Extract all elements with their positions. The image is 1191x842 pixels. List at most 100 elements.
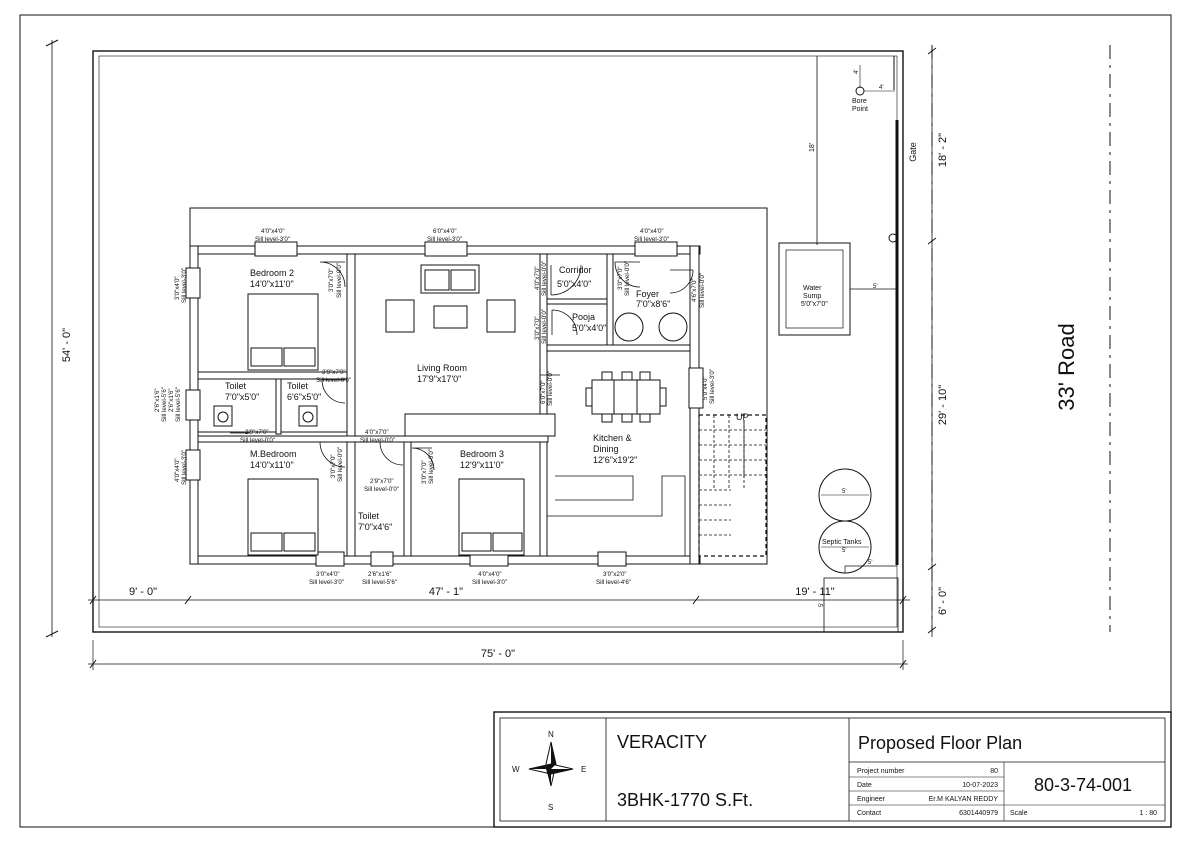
ann-bot-w3-sill: Sill level-3'0" [472,579,507,586]
ann-left-w2-sill: Sill level-5'6" [161,387,168,422]
road: 33' Road [931,45,1111,632]
scale-label: Scale [1010,810,1028,817]
ann-d-toilet1-size: 2'9"x7'0" [245,429,269,436]
room-mbed-name: M.Bedroom [250,449,297,459]
room-foyer-size: 7'0"x8'6" [636,299,670,309]
compass-s: S [548,803,553,812]
ann-bot-w4-size: 3'0"x2'0" [603,571,627,578]
ann-bot-w2-sill: Sill level-5'6" [362,579,397,586]
room-toilet3-size: 7'0"x4'6" [358,522,392,532]
ann-bot-w2-size: 2'6"x1'6" [368,571,392,578]
ann-d-toilet2-sill: Sill level-0'0" [316,377,351,384]
dim-front-mid: 29' - 10" [937,385,949,425]
dim-front-bottom: 6' - 0" [937,587,949,615]
dim-left-setback: 9' - 0" [129,586,157,598]
ann-d-living-s-sill: Sill level-0'0" [360,437,395,444]
septic-dim-2: 5' [842,548,846,554]
bore-label-2: Point [852,106,868,113]
ann-d-pooja-size: 3'0"x7'0" [534,316,541,340]
room-toilet1-size: 7'0"x5'0" [225,392,259,402]
row-value-project: 80 [990,768,998,775]
ann-d-foyer-in-sill: Sill level-0'0" [624,261,631,296]
ann-left-w1-sill: Sill level-3'0" [181,268,188,303]
room-kitchen-size: 12'6"x19'2" [593,455,637,465]
ann-d-corr-l-sill: Sill level-0'0" [541,261,548,296]
dim-front-top: 18' - 2" [937,133,949,167]
stair-label: UP [736,412,749,422]
staircase: UP [698,412,767,557]
dim-5: 5' [873,284,877,290]
room-foyer-name: Foyer [636,289,659,299]
ann-top-w2-size: 6'0"x4'0" [433,228,457,235]
ann-w-kitchen-e-size: 5'0"x4'0" [702,376,709,400]
room-bedroom3-name: Bedroom 3 [460,449,504,459]
ann-top-w1-sill: Sill level-3'0" [255,236,290,243]
bore-point: 4' 4' Bore Point 18' [809,56,895,245]
doors [230,261,694,471]
ann-left-w3-sill: Sill level-3'0" [181,450,188,485]
ann-d-mbed-size: 3'0"x7'0" [330,454,337,478]
room-bedroom3-size: 12'9"x11'0" [460,460,504,470]
ann-left-w2b-size: 2'6"x1'6" [168,388,175,412]
room-bedroom2-size: 14'0"x11'0" [250,279,294,289]
dim-overall-width: 75' - 0" [481,648,515,660]
bore-dim-h: 4' [879,85,883,91]
ann-top-w2-sill: Sill level-3'0" [427,236,462,243]
ann-d-living-s-size: 4'0"x7'0" [365,429,389,436]
ann-d-toilet1-sill: Sill level-0'0" [240,437,275,444]
house: UP Bedroom 2 14'0"x11'0" Living Room 17'… [154,207,768,586]
ann-left-w2b-sill: Sill level-5'6" [175,387,182,422]
scale-value: 1 : 80 [1139,810,1157,817]
room-pooja-size: 5'0"x4'0" [572,323,606,333]
ann-d-main-sill: Sill level-0'0" [699,273,706,308]
compass-n: N [548,730,554,739]
title-block: N S E W VERACITY 3BHK-1770 S.Ft. Propose… [493,711,1172,828]
sump-label-3: 5'0"x7'0" [801,301,828,308]
ann-w-kitchen-e-sill: Sill level-3'0" [709,369,716,404]
sump-label-2: Sump [803,293,821,300]
room-bedroom2-name: Bedroom 2 [250,268,294,278]
sheet-number: 80-3-74-001 [1034,775,1132,795]
ann-left-w2-size: 2'6"x1'6" [154,388,161,412]
dim-18: 18' [809,143,816,152]
water-sump: 5' Water Sump 5'0"x7'0" [778,242,897,336]
row-label-project: Project number [857,768,905,775]
row-label-contact: Contact [857,810,881,817]
project-subtitle: 3BHK-1770 S.Ft. [617,790,753,810]
row-value-date: 10-07-2023 [962,782,998,789]
ann-d-foyer-in-size: 3'0"x7'0" [617,266,624,290]
ann-d-bed2-sill: Sill level-0'0" [336,263,343,298]
compass-w: W [512,765,520,774]
ann-d-kitchen-sill: Sill level-0'0" [547,371,554,406]
compass-icon: N S E W [512,730,586,812]
ann-d-mbed-sill: Sill level-0'0" [337,447,344,482]
room-kitchen-name-2: Dining [593,444,619,454]
ann-d-pooja-sill: Sill level-0'0" [541,309,548,344]
ann-d-main-size: 4'6"x7'0" [691,278,698,302]
room-living-name: Living Room [417,363,467,373]
room-toilet2-size: 6'6"x5'0" [287,392,321,402]
dim-right-setback: 19' - 11" [795,586,835,598]
ann-left-w1-size: 3'0"x4'0" [174,276,181,300]
room-corridor-name: Corridor [559,265,592,275]
septic-tanks: 5' 5' Septic Tanks 5' 5' [818,468,899,633]
row-label-engineer: Engineer [857,796,886,803]
dimension-lines: 54' - 0" 75' - 0" 9' - 0" 47' - 1" 19' -… [45,39,949,670]
room-kitchen-name-1: Kitchen & [593,433,632,443]
ann-bot-w1-size: 3'0"x4'0" [316,571,340,578]
road-label: 33' Road [1054,323,1079,410]
septic-dim-1: 5' [842,489,846,495]
furniture [213,264,688,556]
ann-d-bed3-size: 3'0"x7'0" [421,460,428,484]
septic-label: Septic Tanks [822,539,862,546]
ann-top-w1-size: 4'0"x4'0" [261,228,285,235]
gate: Gate [888,56,918,565]
ann-left-w3-size: 4'0"x4'0" [174,458,181,482]
dim-overall-depth: 54' - 0" [61,328,73,362]
room-toilet2-name: Toilet [287,381,309,391]
gate-label: Gate [908,142,918,162]
septic-dim-3: 5' [868,560,872,566]
ann-bot-w1-sill: Sill level-3'0" [309,579,344,586]
company-name: VERACITY [617,732,707,752]
ann-d-toilet3-sill: Sill level-0'0" [364,486,399,493]
